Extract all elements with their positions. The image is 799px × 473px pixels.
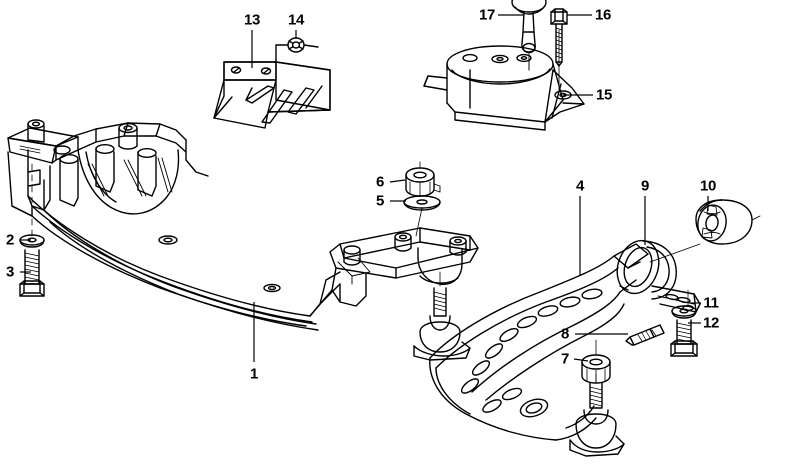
part-15-engine-mount-bracket (423, 29, 585, 131)
callout-number-13: 13 (243, 11, 261, 29)
part-17-engine-mount-rubber (491, 0, 547, 71)
callout-number-10: 10 (699, 177, 717, 195)
callout-number-15: 15 (595, 86, 613, 104)
part-7-ball-joint (569, 373, 625, 457)
part-16-hex-bolt (550, 8, 568, 67)
part-12-hex-bolt (670, 319, 698, 357)
callout-number-8: 8 (560, 325, 570, 343)
part-13-heat-shield-bracket (213, 61, 331, 129)
callout-number-16: 16 (594, 6, 612, 24)
callout-number-4: 4 (575, 177, 585, 195)
callout-leader-lines (20, 14, 709, 362)
part-3-hex-bolt (19, 249, 45, 297)
callout-number-12: 12 (702, 314, 720, 332)
callout-number-11: 11 (703, 294, 719, 312)
part-5-washer (403, 195, 441, 237)
part-4-control-arm (429, 243, 649, 441)
callout-number-2: 2 (5, 231, 15, 249)
callout-number-3: 3 (5, 263, 15, 281)
part-1-front-axle-subframe (7, 119, 479, 331)
callout-number-5: 5 (375, 192, 385, 210)
callout-number-14: 14 (287, 11, 305, 29)
part-8-nut (581, 339, 611, 384)
part-11-washer (671, 305, 697, 319)
callout-number-6: 6 (375, 173, 385, 191)
callout-number-1: 1 (249, 365, 259, 383)
part-8-bolt (625, 324, 665, 346)
callout-number-7: 7 (560, 350, 570, 368)
leader-line-6 (389, 179, 406, 183)
part-10-rubber-bushing (695, 199, 761, 245)
callout-number-17: 17 (478, 6, 496, 24)
callout-number-9: 9 (640, 177, 650, 195)
leader-line-7 (573, 358, 589, 362)
